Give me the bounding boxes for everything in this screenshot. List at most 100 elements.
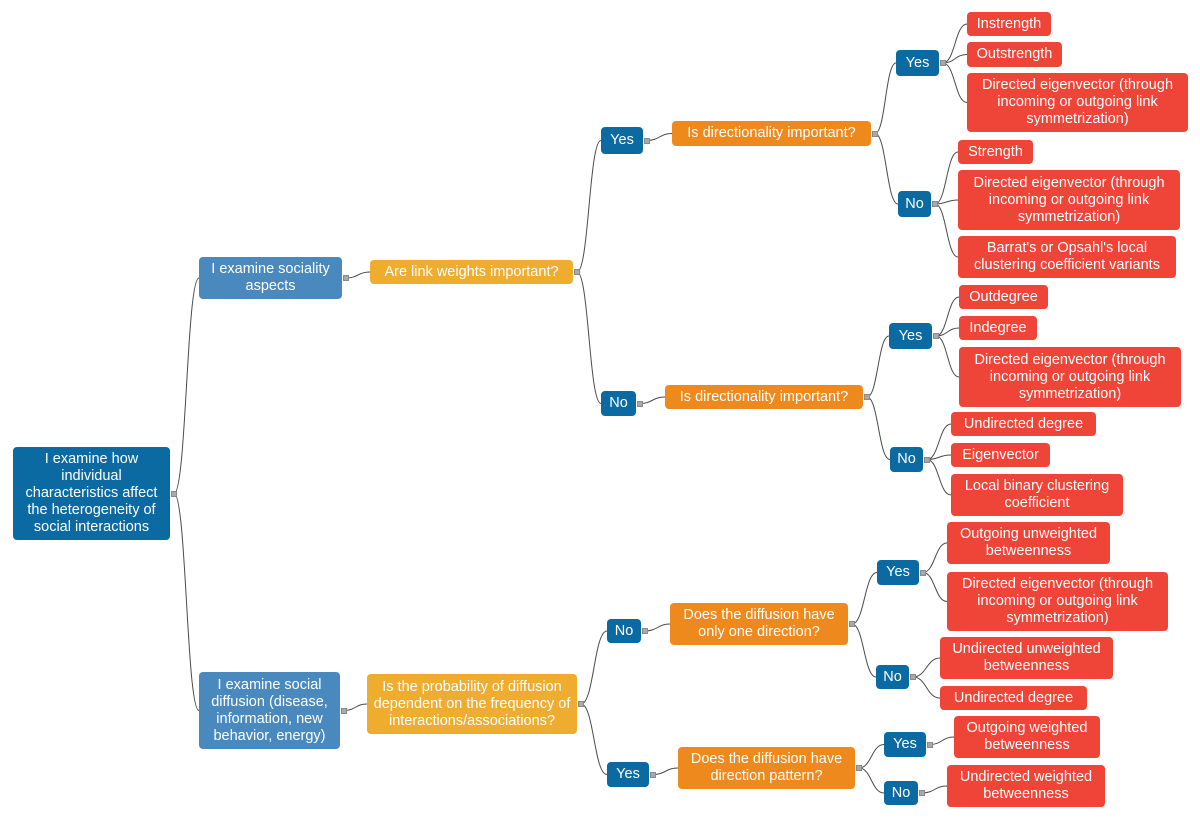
leaf-instrength[interactable]: Instrength <box>967 12 1051 36</box>
collapse-handle-one-direction-question-node[interactable] <box>849 621 855 627</box>
one-direction-yes-node[interactable]: Yes <box>877 560 919 585</box>
leaf-outgoing-unweighted-betweenness-label: Outgoing unweighted betweenness <box>959 526 1098 559</box>
collapse-handle-unweighted-dir-no-node[interactable] <box>924 456 930 463</box>
leaf-eigenvector[interactable]: Eigenvector <box>951 443 1050 467</box>
collapse-handle-root-node[interactable] <box>171 490 177 497</box>
collapse-handle-one-direction-no-node[interactable] <box>910 674 916 680</box>
leaf-outstrength[interactable]: Outstrength <box>967 42 1062 67</box>
weighted-dir-no-node[interactable]: No <box>898 191 931 217</box>
frequency-yes-label: Yes <box>616 766 640 782</box>
leaf-local-binary-clustering-label: Local binary clustering coefficient <box>964 478 1110 511</box>
connector-one-direction-yes-node-to-leaf-directed-eigenvector-d <box>922 572 948 602</box>
collapse-handle-directionality-question-unweighted-node[interactable] <box>864 394 870 400</box>
diffusion-probability-question-node[interactable]: Is the probability of diffusion dependen… <box>367 674 577 734</box>
connector-weights-yes-node-to-directionality-question-weighted-node <box>646 133 673 141</box>
leaf-outgoing-unweighted-betweenness[interactable]: Outgoing unweighted betweenness <box>947 522 1110 564</box>
connector-diffusion-topic-node-to-diffusion-probability-question-node <box>343 703 368 711</box>
leaf-undirected-unweighted-betweenness-label: Undirected unweighted betweenness <box>952 641 1101 674</box>
collapse-handle-weights-no-node[interactable] <box>637 400 643 407</box>
weighted-dir-yes-node[interactable]: Yes <box>896 50 939 76</box>
leaf-strength[interactable]: Strength <box>958 140 1033 164</box>
weights-no-label: No <box>609 395 628 411</box>
leaf-directed-eigenvector-c[interactable]: Directed eigenvector (through incoming o… <box>959 347 1181 407</box>
collapse-handle-diffusion-probability-question-node[interactable] <box>578 701 584 707</box>
one-direction-no-node[interactable]: No <box>876 665 909 689</box>
connector-frequency-yes-node-to-direction-pattern-question-node <box>652 767 679 775</box>
connector-one-direction-question-node-to-one-direction-no-node <box>851 623 877 678</box>
leaf-directed-eigenvector-a[interactable]: Directed eigenvector (through incoming o… <box>967 73 1188 132</box>
collapse-handle-unweighted-dir-yes-node[interactable] <box>933 333 939 339</box>
leaf-undirected-degree-b-label: Undirected degree <box>953 689 1074 706</box>
leaf-directed-eigenvector-a-label: Directed eigenvector (through incoming o… <box>981 77 1174 127</box>
connector-weights-no-node-to-directionality-question-unweighted-node <box>639 396 666 404</box>
connector-weighted-dir-no-node-to-leaf-strength <box>934 151 959 205</box>
frequency-yes-node[interactable]: Yes <box>607 762 649 787</box>
collapse-handle-weights-yes-node[interactable] <box>644 137 650 144</box>
direction-pattern-question-label: Does the diffusion have direction patter… <box>690 751 843 784</box>
leaf-directed-eigenvector-d[interactable]: Directed eigenvector (through incoming o… <box>947 572 1168 631</box>
leaf-local-binary-clustering[interactable]: Local binary clustering coefficient <box>951 474 1123 516</box>
unweighted-dir-no-node[interactable]: No <box>890 447 923 472</box>
leaf-undirected-degree-a[interactable]: Undirected degree <box>951 412 1096 436</box>
collapse-handle-sociality-topic-node[interactable] <box>343 275 349 281</box>
collapse-handle-weighted-dir-no-node[interactable] <box>932 201 938 207</box>
diffusion-probability-question-label: Is the probability of diffusion dependen… <box>373 678 571 729</box>
weights-no-node[interactable]: No <box>601 391 636 416</box>
root-node[interactable]: I examine how individual characteristics… <box>13 447 170 540</box>
weighted-dir-no-label: No <box>905 195 924 212</box>
collapse-handle-weighted-dir-yes-node[interactable] <box>940 60 946 66</box>
leaf-eigenvector-label: Eigenvector <box>962 446 1039 463</box>
connector-link-weights-question-node-to-weights-yes-node <box>576 140 602 273</box>
leaf-outdegree[interactable]: Outdegree <box>959 285 1048 309</box>
link-weights-question-node[interactable]: Are link weights important? <box>370 260 573 284</box>
frequency-no-label: No <box>614 622 634 639</box>
connector-one-direction-no-node-to-leaf-undirected-unweighted-betweenness <box>912 657 941 678</box>
connector-direction-pattern-question-node-to-direction-pattern-yes-node <box>858 744 885 769</box>
leaf-undirected-degree-b[interactable]: Undirected degree <box>940 686 1087 710</box>
connector-frequency-no-node-to-one-direction-question-node <box>644 623 671 632</box>
connector-direction-pattern-question-node-to-direction-pattern-no-node <box>858 767 885 794</box>
leaf-directed-eigenvector-c-label: Directed eigenvector (through incoming o… <box>974 351 1166 402</box>
one-direction-question-label: Does the diffusion have only one directi… <box>683 607 835 640</box>
direction-pattern-yes-node[interactable]: Yes <box>884 732 926 757</box>
leaf-outgoing-weighted-betweenness[interactable]: Outgoing weighted betweenness <box>954 716 1100 758</box>
connector-diffusion-probability-question-node-to-frequency-yes-node <box>580 703 608 775</box>
directionality-question-unweighted-node[interactable]: Is directionality important? <box>665 385 863 409</box>
leaf-indegree[interactable]: Indegree <box>959 316 1037 340</box>
leaf-barrat-opsahl-label: Barrat's or Opsahl's local clustering co… <box>974 240 1160 273</box>
collapse-handle-directionality-question-weighted-node[interactable] <box>872 130 878 137</box>
collapse-handle-direction-pattern-question-node[interactable] <box>856 765 862 771</box>
leaf-directed-eigenvector-b[interactable]: Directed eigenvector (through incoming o… <box>958 170 1180 230</box>
directionality-question-weighted-node[interactable]: Is directionality important? <box>672 121 871 146</box>
connector-directionality-question-weighted-node-to-weighted-dir-yes-node <box>874 62 897 134</box>
collapse-handle-direction-pattern-no-node[interactable] <box>919 790 925 796</box>
direction-pattern-no-label: No <box>891 784 911 801</box>
leaf-strength-label: Strength <box>968 143 1023 160</box>
leaf-undirected-unweighted-betweenness[interactable]: Undirected unweighted betweenness <box>940 637 1113 679</box>
unweighted-dir-no-label: No <box>897 451 916 467</box>
direction-pattern-no-node[interactable]: No <box>884 781 918 805</box>
unweighted-dir-yes-label: Yes <box>898 327 923 344</box>
connector-direction-pattern-yes-node-to-leaf-outgoing-weighted-betweenness <box>929 736 955 745</box>
collapse-handle-link-weights-question-node[interactable] <box>574 269 580 275</box>
direction-pattern-question-node[interactable]: Does the diffusion have direction patter… <box>678 747 855 789</box>
collapse-handle-frequency-no-node[interactable] <box>642 628 648 634</box>
connector-one-direction-question-node-to-one-direction-yes-node <box>851 572 878 625</box>
leaf-undirected-weighted-betweenness[interactable]: Undirected weighted betweenness <box>947 765 1105 807</box>
collapse-handle-diffusion-topic-node[interactable] <box>341 707 347 714</box>
one-direction-no-label: No <box>883 668 902 685</box>
leaf-directed-eigenvector-b-label: Directed eigenvector (through incoming o… <box>973 174 1165 225</box>
diffusion-topic-node[interactable]: I examine social diffusion (disease, inf… <box>199 672 340 749</box>
leaf-barrat-opsahl[interactable]: Barrat's or Opsahl's local clustering co… <box>958 236 1176 278</box>
connector-directionality-question-unweighted-node-to-unweighted-dir-no-node <box>866 396 891 460</box>
sociality-topic-node[interactable]: I examine sociality aspects <box>199 257 342 299</box>
unweighted-dir-yes-node[interactable]: Yes <box>889 323 932 349</box>
connector-one-direction-yes-node-to-leaf-outgoing-unweighted-betweenness <box>922 542 948 573</box>
frequency-no-node[interactable]: No <box>607 619 641 643</box>
collapse-handle-direction-pattern-yes-node[interactable] <box>927 741 933 748</box>
one-direction-question-node[interactable]: Does the diffusion have only one directi… <box>670 603 848 645</box>
connector-unweighted-dir-no-node-to-leaf-eigenvector <box>926 454 952 460</box>
collapse-handle-frequency-yes-node[interactable] <box>650 771 656 778</box>
collapse-handle-one-direction-yes-node[interactable] <box>920 569 926 576</box>
weights-yes-node[interactable]: Yes <box>601 127 643 154</box>
